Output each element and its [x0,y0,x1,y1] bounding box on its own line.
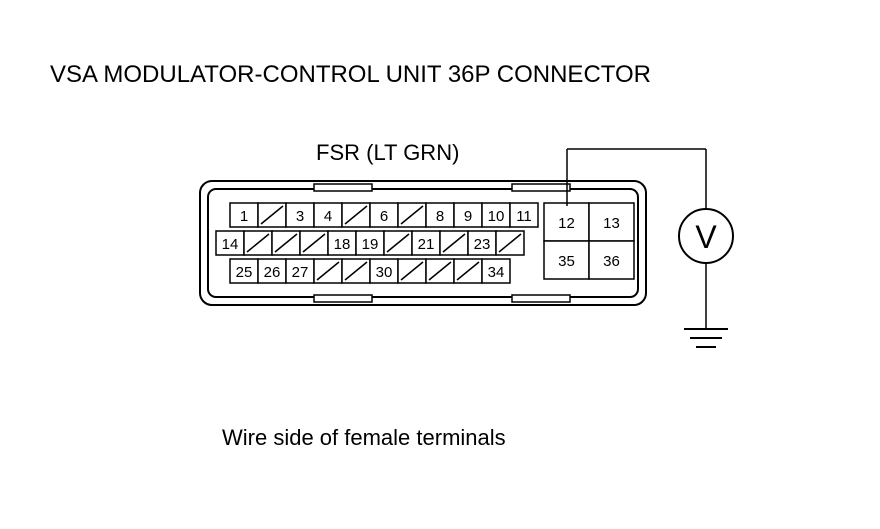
unused-terminal-slash [498,233,522,253]
voltmeter-symbol: V [695,219,717,255]
unused-terminal-slash [400,205,424,225]
unused-terminal-slash [456,261,480,281]
locking-tab-top-left [313,183,373,192]
terminal-number: 27 [292,264,309,281]
terminal-number: 30 [376,264,393,281]
terminal-number: 34 [488,264,505,281]
terminal-cell [327,230,357,256]
terminal-cell [481,202,511,228]
terminal-cell [467,230,497,256]
terminal-number: 21 [418,236,435,253]
unused-terminal-slash [344,261,368,281]
terminal-number: 36 [603,253,620,270]
diagram-caption: Wire side of female terminals [222,425,506,450]
unused-terminal-slash [274,233,298,253]
terminal-cell [509,202,539,228]
unused-terminal-slash [302,233,326,253]
terminal-number: 19 [362,236,379,253]
terminal-number: 14 [222,236,239,253]
unused-terminal-slash [344,205,368,225]
unused-terminal-slash [246,233,270,253]
terminal-number: 9 [464,208,472,225]
unused-terminal-slash [260,205,284,225]
unused-terminal-slash [442,233,466,253]
terminal-number: 18 [334,236,351,253]
terminal-number: 35 [558,253,575,270]
terminal-number: 6 [380,208,388,225]
terminal-number: 4 [324,208,332,225]
terminal-number: 1 [240,208,248,225]
unused-terminal-slash [386,233,410,253]
locking-tab-bottom-left [313,294,373,303]
terminal-number: 10 [488,208,505,225]
voltmeter-circuit: V [566,148,734,348]
terminal-number: 8 [436,208,444,225]
unused-terminal-slash [316,261,340,281]
terminal-number: 23 [474,236,491,253]
terminal-number: 12 [558,215,575,232]
terminal-number: 25 [236,264,253,281]
terminal-cell [285,258,315,284]
diagram-title: VSA MODULATOR-CONTROL UNIT 36P CONNECTOR [50,61,651,88]
terminal-number: 11 [516,208,532,225]
locking-tab-top-right [511,183,571,192]
terminal-cell [588,202,635,242]
terminal-cell [588,240,635,280]
ground-icon [684,328,728,348]
terminal-cell [215,230,245,256]
terminal-cell [425,202,455,228]
signal-label: FSR (LT GRN) [316,140,459,165]
unused-terminal-slash [400,261,424,281]
terminal-cell [313,202,343,228]
connector-housing [199,180,647,306]
terminal-number: 26 [264,264,281,281]
terminal-cell [481,258,511,284]
terminal-cell [285,202,315,228]
unused-terminal-slash [428,261,452,281]
terminal-cell [257,258,287,284]
locking-tab-bottom-right [511,294,571,303]
terminal-number: 13 [603,215,620,232]
terminal-number: 3 [296,208,304,225]
